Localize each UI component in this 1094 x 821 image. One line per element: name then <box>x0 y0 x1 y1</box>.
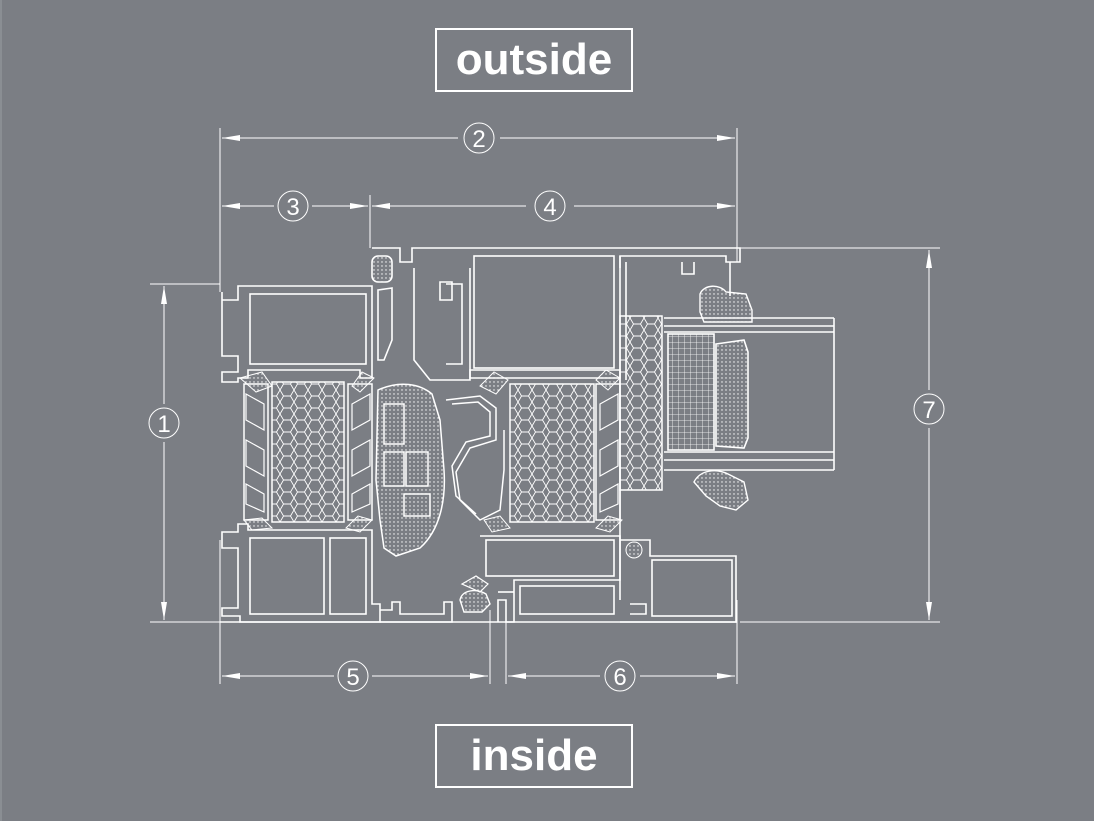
dimension-3: 3 <box>222 190 368 222</box>
dimension-2: 2 <box>222 122 735 154</box>
dimension-label-5: 5 <box>346 664 359 691</box>
dimension-5: 5 <box>222 660 488 692</box>
thermal-core-right <box>479 369 643 559</box>
inside-label: inside <box>435 724 633 788</box>
frame-lip <box>371 247 741 381</box>
dimension-1: 1 <box>148 286 180 620</box>
threshold-gasket <box>459 575 491 613</box>
sash-gasket <box>375 383 505 557</box>
thermal-core-left <box>238 371 375 533</box>
dimension-label-1: 1 <box>157 411 170 438</box>
dimension-6: 6 <box>508 660 735 692</box>
dimension-label-4: 4 <box>543 194 556 221</box>
glazing-bead <box>619 285 753 511</box>
glass-pane <box>664 317 835 471</box>
dimension-label-3: 3 <box>286 194 299 221</box>
dimension-label-6: 6 <box>613 664 626 691</box>
dimension-7: 7 <box>913 250 945 620</box>
dimension-4: 4 <box>372 190 735 222</box>
dimension-label-7: 7 <box>922 397 935 424</box>
dimension-label-2: 2 <box>472 126 485 153</box>
outside-label: outside <box>435 28 633 92</box>
